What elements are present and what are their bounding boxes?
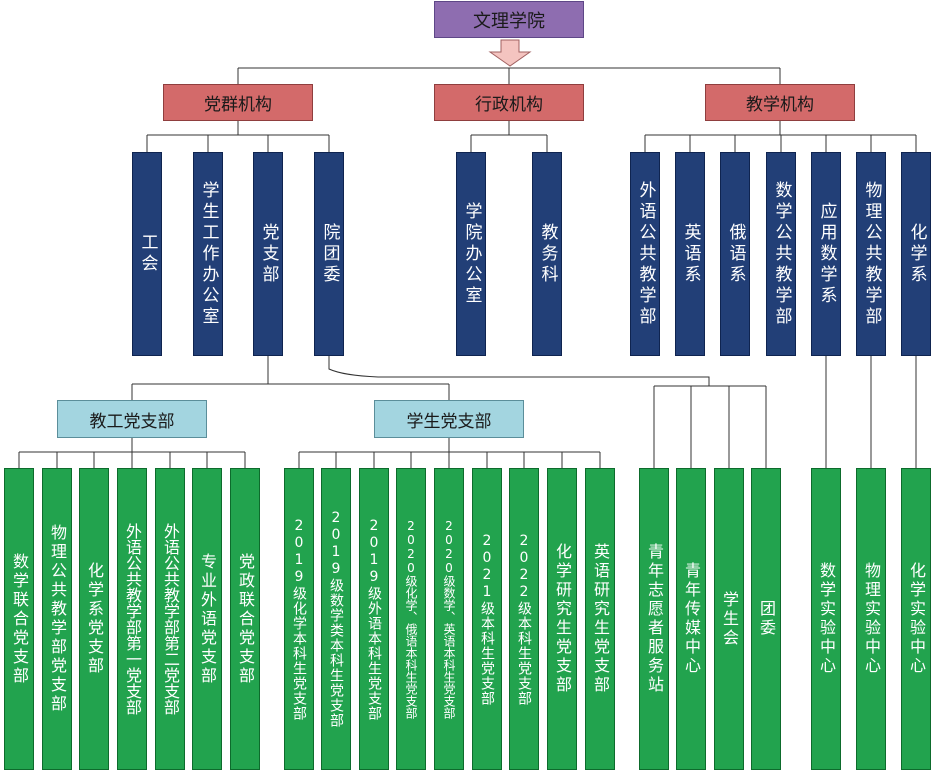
leaf-student-branch: 化学研究生党支部 xyxy=(547,468,577,770)
leaf-lab-physics: 物理实验中心 xyxy=(856,468,886,770)
unit-college-office: 学院办公室 xyxy=(456,152,486,356)
unit-english-dept: 英语系 xyxy=(675,152,705,356)
unit-russian-dept: 俄语系 xyxy=(720,152,750,356)
leaf-staff-branch: 数学联合党支部 xyxy=(4,468,34,770)
leaf-student-branch: 2021级本科生党支部 xyxy=(472,468,502,770)
branch-group-student: 学生党支部 xyxy=(374,400,524,438)
unit-party-branch: 党支部 xyxy=(253,152,283,356)
leaf-student-branch: 英语研究生党支部 xyxy=(585,468,615,770)
leaf-staff-branch: 党政联合党支部 xyxy=(230,468,260,770)
unit-academic-affairs: 教务科 xyxy=(532,152,562,356)
down-arrow-icon xyxy=(488,39,532,67)
leaf-staff-branch: 化学系党支部 xyxy=(79,468,109,770)
unit-trade-union: 工会 xyxy=(132,152,162,356)
category-teaching: 教学机构 xyxy=(705,84,855,121)
leaf-student-branch: 2022级本科生党支部 xyxy=(509,468,539,770)
category-admin: 行政机构 xyxy=(434,84,584,121)
leaf-league-unit: 青年传媒中心 xyxy=(676,468,706,770)
unit-chemistry-dept: 化学系 xyxy=(901,152,931,356)
category-party: 党群机构 xyxy=(163,84,313,121)
leaf-league-unit: 学生会 xyxy=(714,468,744,770)
unit-student-affairs-office: 学生工作办公室 xyxy=(193,152,223,356)
leaf-staff-branch: 物理公共教学部党支部 xyxy=(42,468,72,770)
leaf-lab-math: 数学实验中心 xyxy=(811,468,841,770)
leaf-staff-branch: 外语公共教学部第一党支部 xyxy=(117,468,147,770)
leaf-student-branch: 2020级数学、英语本科生党支部 xyxy=(434,468,464,770)
unit-foreign-lang-teaching: 外语公共教学部 xyxy=(630,152,660,356)
leaf-student-branch: 2020级化学、俄语本科生党支部 xyxy=(396,468,426,770)
unit-physics-teaching: 物理公共教学部 xyxy=(856,152,886,356)
leaf-staff-branch: 外语公共教学部第二党支部 xyxy=(155,468,185,770)
leaf-student-branch: 2019级化学本科生党支部 xyxy=(284,468,314,770)
leaf-staff-branch: 专业外语党支部 xyxy=(192,468,222,770)
unit-league-committee: 院团委 xyxy=(314,152,344,356)
root-node: 文理学院 xyxy=(434,1,584,38)
leaf-student-branch: 2019级外语本科生党支部 xyxy=(359,468,389,770)
leaf-student-branch: 2019级数学类本科生党支部 xyxy=(321,468,351,770)
leaf-lab-chemistry: 化学实验中心 xyxy=(901,468,931,770)
leaf-league-unit: 团委 xyxy=(751,468,781,770)
unit-applied-math-dept: 应用数学系 xyxy=(811,152,841,356)
unit-math-teaching: 数学公共教学部 xyxy=(766,152,796,356)
branch-group-staff: 教工党支部 xyxy=(57,400,207,438)
leaf-league-unit: 青年志愿者服务站 xyxy=(639,468,669,770)
